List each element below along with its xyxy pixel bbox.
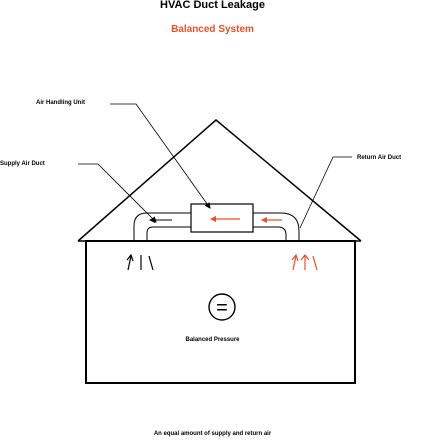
air-handling-unit-box [190, 203, 254, 233]
ahu-leader-line [110, 103, 211, 209]
supply-duct [133, 212, 191, 241]
air-handling-unit-label: Air Handling Unit [36, 100, 85, 106]
supply-air-arrows [126, 253, 154, 271]
supply-air-duct-label: Supply Air Duct [0, 161, 45, 167]
pressure-label: Balanced Pressure [185, 337, 240, 343]
diagram-subtitle: Balanced System [171, 24, 254, 35]
return-air-arrows [291, 253, 318, 271]
equal-symbol-circle [208, 293, 236, 321]
diagram-title: HVAC Duct Leakage [160, 0, 265, 11]
diagram-caption: An equal amount of supply and return air [153, 431, 272, 437]
equal-symbol: = [216, 297, 228, 319]
return-duct [253, 212, 300, 241]
supply-leader-line [78, 163, 157, 223]
house-walls [85, 240, 356, 384]
return-leader-line [299, 156, 352, 229]
return-air-duct-label: Return Air Duct [357, 155, 402, 161]
